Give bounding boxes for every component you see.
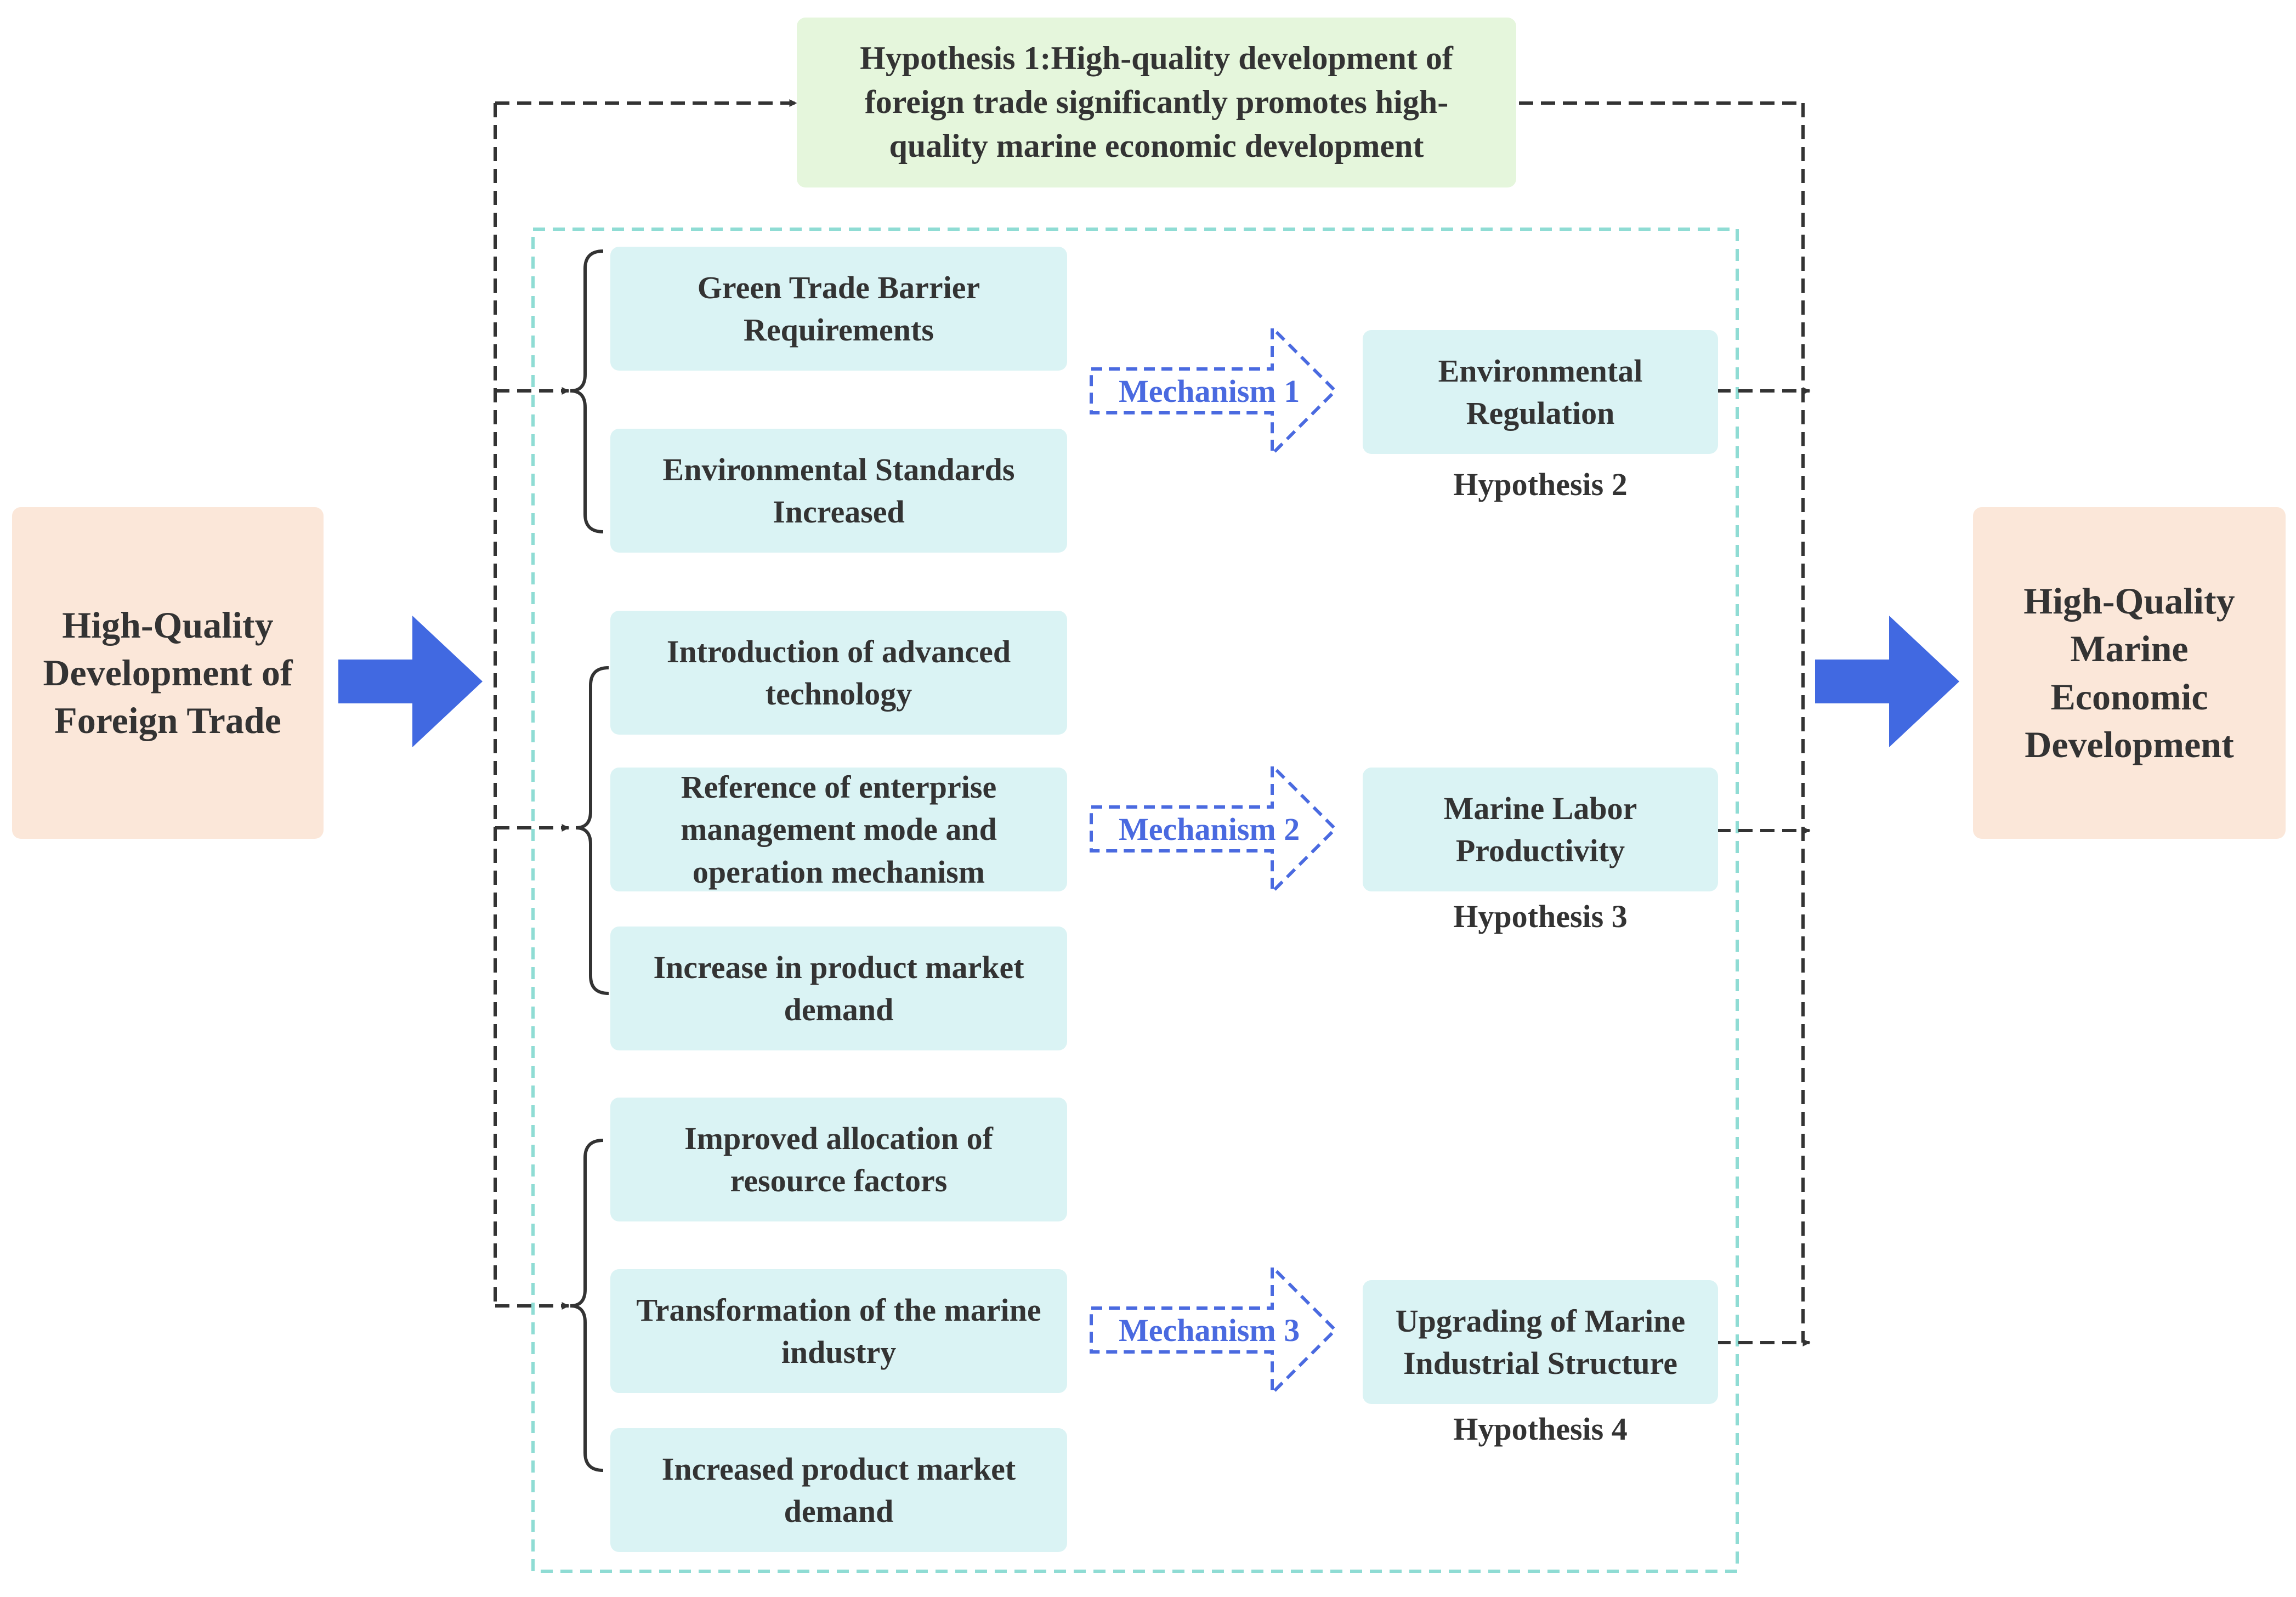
mechanism-1-label: Mechanism 1 — [1119, 373, 1300, 409]
factor-box: Introduction of advanced technology — [610, 611, 1067, 735]
factor-box: Green Trade Barrier Requirements — [610, 247, 1067, 371]
target-label: High-Quality Marine Economic Development — [2023, 580, 2235, 765]
hypothesis-3-label: Hypothesis 3 — [1453, 899, 1628, 934]
factor-box: Transformation of the marine industry — [610, 1269, 1067, 1393]
mediator-box: Upgrading of Marine Industrial Structure — [1363, 1280, 1718, 1404]
mediator-box: Environmental Regulation — [1363, 330, 1718, 454]
target-node: High-Quality Marine Economic Development — [1973, 507, 2286, 839]
hypothesis-2-label: Hypothesis 2 — [1453, 467, 1628, 502]
hypothesis-4-label: Hypothesis 4 — [1453, 1411, 1628, 1447]
hypothesis-1-box: Hypothesis 1:High-quality development of… — [797, 18, 1516, 187]
mediator-box: Marine Labor Productivity — [1363, 768, 1718, 891]
mechanism-2-label: Mechanism 2 — [1119, 811, 1300, 847]
factor-label: Environmental Standards Increased — [662, 451, 1015, 530]
mechanism-frame — [531, 228, 1739, 1573]
factor-label: Improved allocation of resource factors — [684, 1120, 993, 1198]
brace-group-3 — [570, 1139, 604, 1472]
factor-label: Introduction of advanced technology — [666, 633, 1011, 712]
factor-box: Increased product market demand — [610, 1428, 1067, 1552]
mediator-label: Marine Labor Productivity — [1443, 790, 1637, 868]
factor-label: Green Trade Barrier Requirements — [697, 269, 980, 348]
hypothesis-1-text: Hypothesis 1:High-quality development of… — [860, 40, 1453, 164]
source-label: High-Quality Development of Foreign Trad… — [43, 604, 293, 742]
mediator-label: Environmental Regulation — [1438, 353, 1643, 431]
source-to-frame-arrow — [338, 616, 483, 747]
mechanism-3-arrow — [1090, 1263, 1338, 1397]
factor-box: Environmental Standards Increased — [610, 429, 1067, 553]
factor-label: Increase in product market demand — [653, 949, 1024, 1027]
brace-group-2 — [575, 666, 609, 995]
source-node: High-Quality Development of Foreign Trad… — [12, 507, 324, 839]
frame-to-target-arrow — [1815, 616, 1959, 747]
factor-box: Improved allocation of resource factors — [610, 1098, 1067, 1221]
factor-label: Reference of enterprise management mode … — [681, 769, 997, 890]
mechanism-2-arrow — [1090, 761, 1338, 896]
factor-box: Reference of enterprise management mode … — [610, 768, 1067, 891]
brace-group-1 — [570, 249, 604, 533]
factor-label: Transformation of the marine industry — [636, 1292, 1041, 1370]
mediator-label: Upgrading of Marine Industrial Structure — [1395, 1303, 1686, 1381]
mechanism-1-arrow — [1090, 323, 1338, 458]
mechanism-3-label: Mechanism 3 — [1119, 1312, 1300, 1348]
factor-label: Increased product market demand — [661, 1451, 1016, 1529]
factor-box: Increase in product market demand — [610, 927, 1067, 1050]
